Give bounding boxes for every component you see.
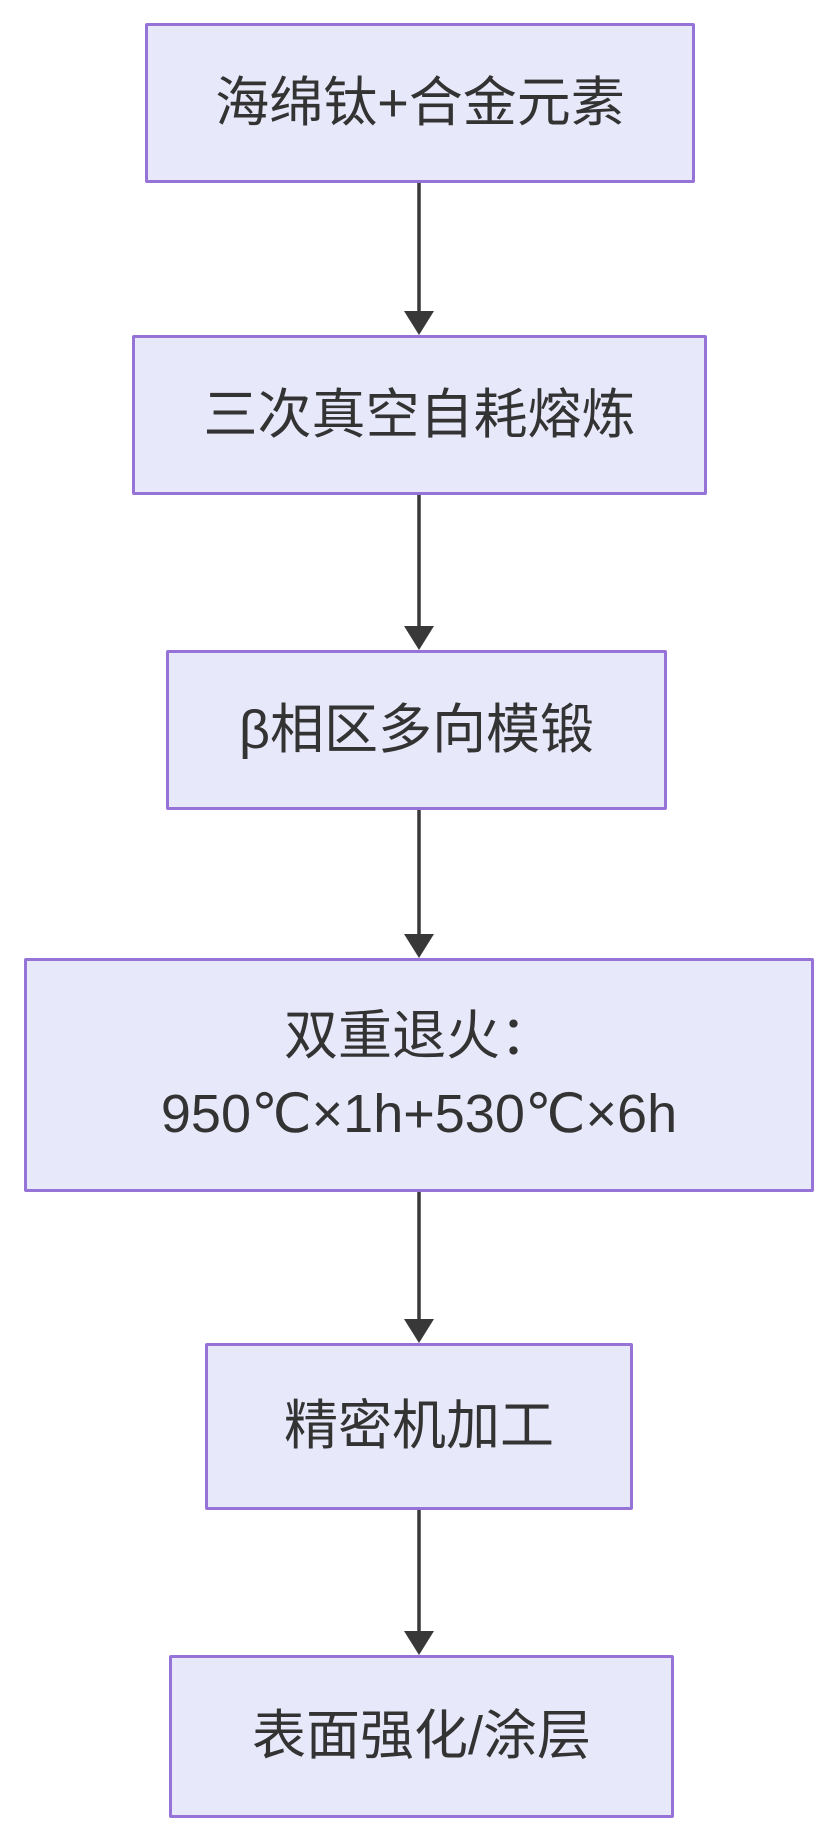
node-surface-coating-label: 表面强化/涂层 (251, 1706, 591, 1767)
arrow-n1-n2 (404, 183, 434, 335)
node-double-annealing-label-line2: 950℃×1h+530℃×6h (160, 1084, 678, 1144)
node-double-annealing-label-line1: 双重退火： (284, 1005, 554, 1066)
node-double-annealing: 双重退火： 950℃×1h+530℃×6h (24, 958, 814, 1192)
node-beta-die-forging: β相区多向模锻 (166, 650, 667, 810)
node-raw-materials-label: 海绵钛+合金元素 (215, 72, 625, 133)
node-precision-machining-label: 精密机加工 (284, 1396, 554, 1457)
node-vacuum-arc-melting-label: 三次真空自耗熔炼 (203, 384, 636, 445)
node-precision-machining: 精密机加工 (205, 1343, 633, 1510)
arrow-n2-n3 (404, 495, 434, 650)
arrow-n5-n6 (404, 1510, 434, 1655)
node-vacuum-arc-melting: 三次真空自耗熔炼 (132, 335, 707, 495)
arrow-n3-n4 (404, 810, 434, 958)
arrow-n4-n5 (404, 1192, 434, 1343)
node-beta-die-forging-label: β相区多向模锻 (238, 699, 595, 760)
node-raw-materials: 海绵钛+合金元素 (145, 23, 695, 183)
node-surface-coating: 表面强化/涂层 (169, 1655, 674, 1818)
